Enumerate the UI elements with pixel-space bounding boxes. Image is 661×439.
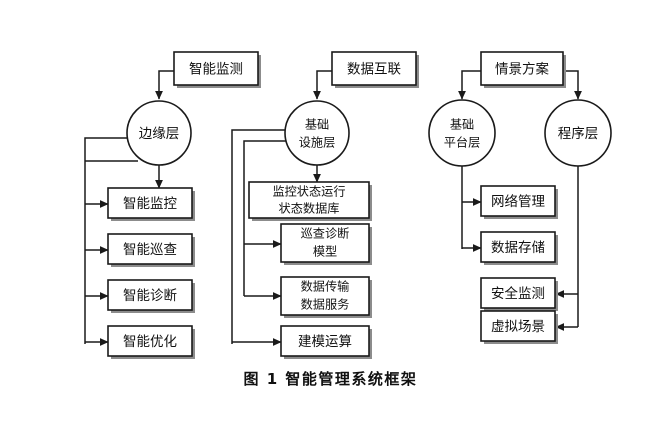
node-shujucunchu[interactable]: 数据存储 <box>480 231 558 265</box>
node-shujuchuanshushujufuwu[interactable]: 数据传输 数据服务 <box>280 276 372 318</box>
connector-shujuhulian-to-jichusheshiceng <box>313 70 332 100</box>
node-chengxuceng-label: 程序层 <box>558 126 599 142</box>
node-xunichangjing[interactable]: 虚拟场景 <box>480 310 558 344</box>
node-zhinengjiankong[interactable]: 智能监控 <box>107 187 195 221</box>
node-jichupingtaiceng-label-line2: 平台层 <box>444 135 481 150</box>
node-monitor-status-database-label-line2: 状态数据库 <box>279 201 340 216</box>
node-jichupingtaiceng-label-line1: 基础 <box>450 118 474 132</box>
node-zhinengjiance[interactable]: 智能监测 <box>173 51 261 88</box>
node-bianyuanceng-label: 边缘层 <box>139 126 180 142</box>
node-chengxuceng[interactable]: 程序层 <box>544 99 612 167</box>
node-jichupingtaiceng[interactable]: 基础 平台层 <box>428 99 496 167</box>
node-zhinengxuncha[interactable]: 智能巡查 <box>107 233 195 267</box>
node-monitor-status-database-label-line1: 监控状态运行 <box>272 185 345 199</box>
node-wangluoguanli-label: 网络管理 <box>491 194 545 210</box>
connector-bianyuanceng-bus <box>84 137 138 344</box>
node-zhinengxuncha-label: 智能巡查 <box>123 242 177 258</box>
node-shujuhulian[interactable]: 数据互联 <box>331 51 419 88</box>
connector-jichupingtaiceng-bus <box>461 166 482 252</box>
node-jichusheshiceng-label-line1: 基础 <box>305 118 329 132</box>
node-xunchazhenduanmoxing[interactable]: 巡查诊断 模型 <box>280 223 372 265</box>
node-anquanjiance[interactable]: 安全监测 <box>480 277 558 311</box>
node-xunichangjing-label: 虚拟场景 <box>491 319 545 335</box>
connector-qingjingfangan-branch <box>458 70 582 100</box>
node-shujuhulian-label: 数据互联 <box>347 62 401 78</box>
node-jichusheshiceng-label-line2: 设施层 <box>299 136 336 150</box>
figure-caption: 图 1 智能管理系统框架 <box>243 370 418 388</box>
node-xunchazhenduanmoxing-label-line1: 巡查诊断 <box>301 226 350 241</box>
node-zhinengyouhua[interactable]: 智能优化 <box>107 325 195 359</box>
node-qingjingfangan-label: 情景方案 <box>495 61 549 78</box>
node-monitor-status-database[interactable]: 监控状态运行 状态数据库 <box>248 181 372 221</box>
node-zhinengjiankong-label: 智能监控 <box>123 196 177 212</box>
node-zhinengjiance-label: 智能监测 <box>189 62 243 78</box>
node-bianyuanceng[interactable]: 边缘层 <box>126 100 192 166</box>
node-wangluoguanli[interactable]: 网络管理 <box>480 185 558 219</box>
connector-bus-to-middle-leaves <box>244 240 282 300</box>
node-shujucunchu-label: 数据存储 <box>491 240 545 256</box>
node-anquanjiance-label: 安全监测 <box>491 285 545 302</box>
connector-zhinengjiance-to-bianyuanceng <box>155 70 174 100</box>
connector-bus-to-left-leaves <box>85 200 109 346</box>
node-jianmoyunsuan[interactable]: 建模运算 <box>280 325 372 359</box>
node-zhinengzhenduan[interactable]: 智能诊断 <box>107 279 195 313</box>
node-xunchazhenduanmoxing-label-line2: 模型 <box>313 245 337 259</box>
node-jichusheshiceng[interactable]: 基础 设施层 <box>284 100 350 166</box>
node-shujuchuanshushujufuwu-label-line1: 数据传输 <box>301 279 350 294</box>
connector-chengxuceng-bus <box>555 166 579 331</box>
node-zhinengzhenduan-label: 智能诊断 <box>123 288 177 304</box>
node-jianmoyunsuan-label: 建模运算 <box>298 334 352 350</box>
node-shujuchuanshushujufuwu-label-line2: 数据服务 <box>301 297 350 312</box>
node-qingjingfangan[interactable]: 情景方案 <box>480 51 566 88</box>
node-zhinengyouhua-label: 智能优化 <box>123 334 177 350</box>
